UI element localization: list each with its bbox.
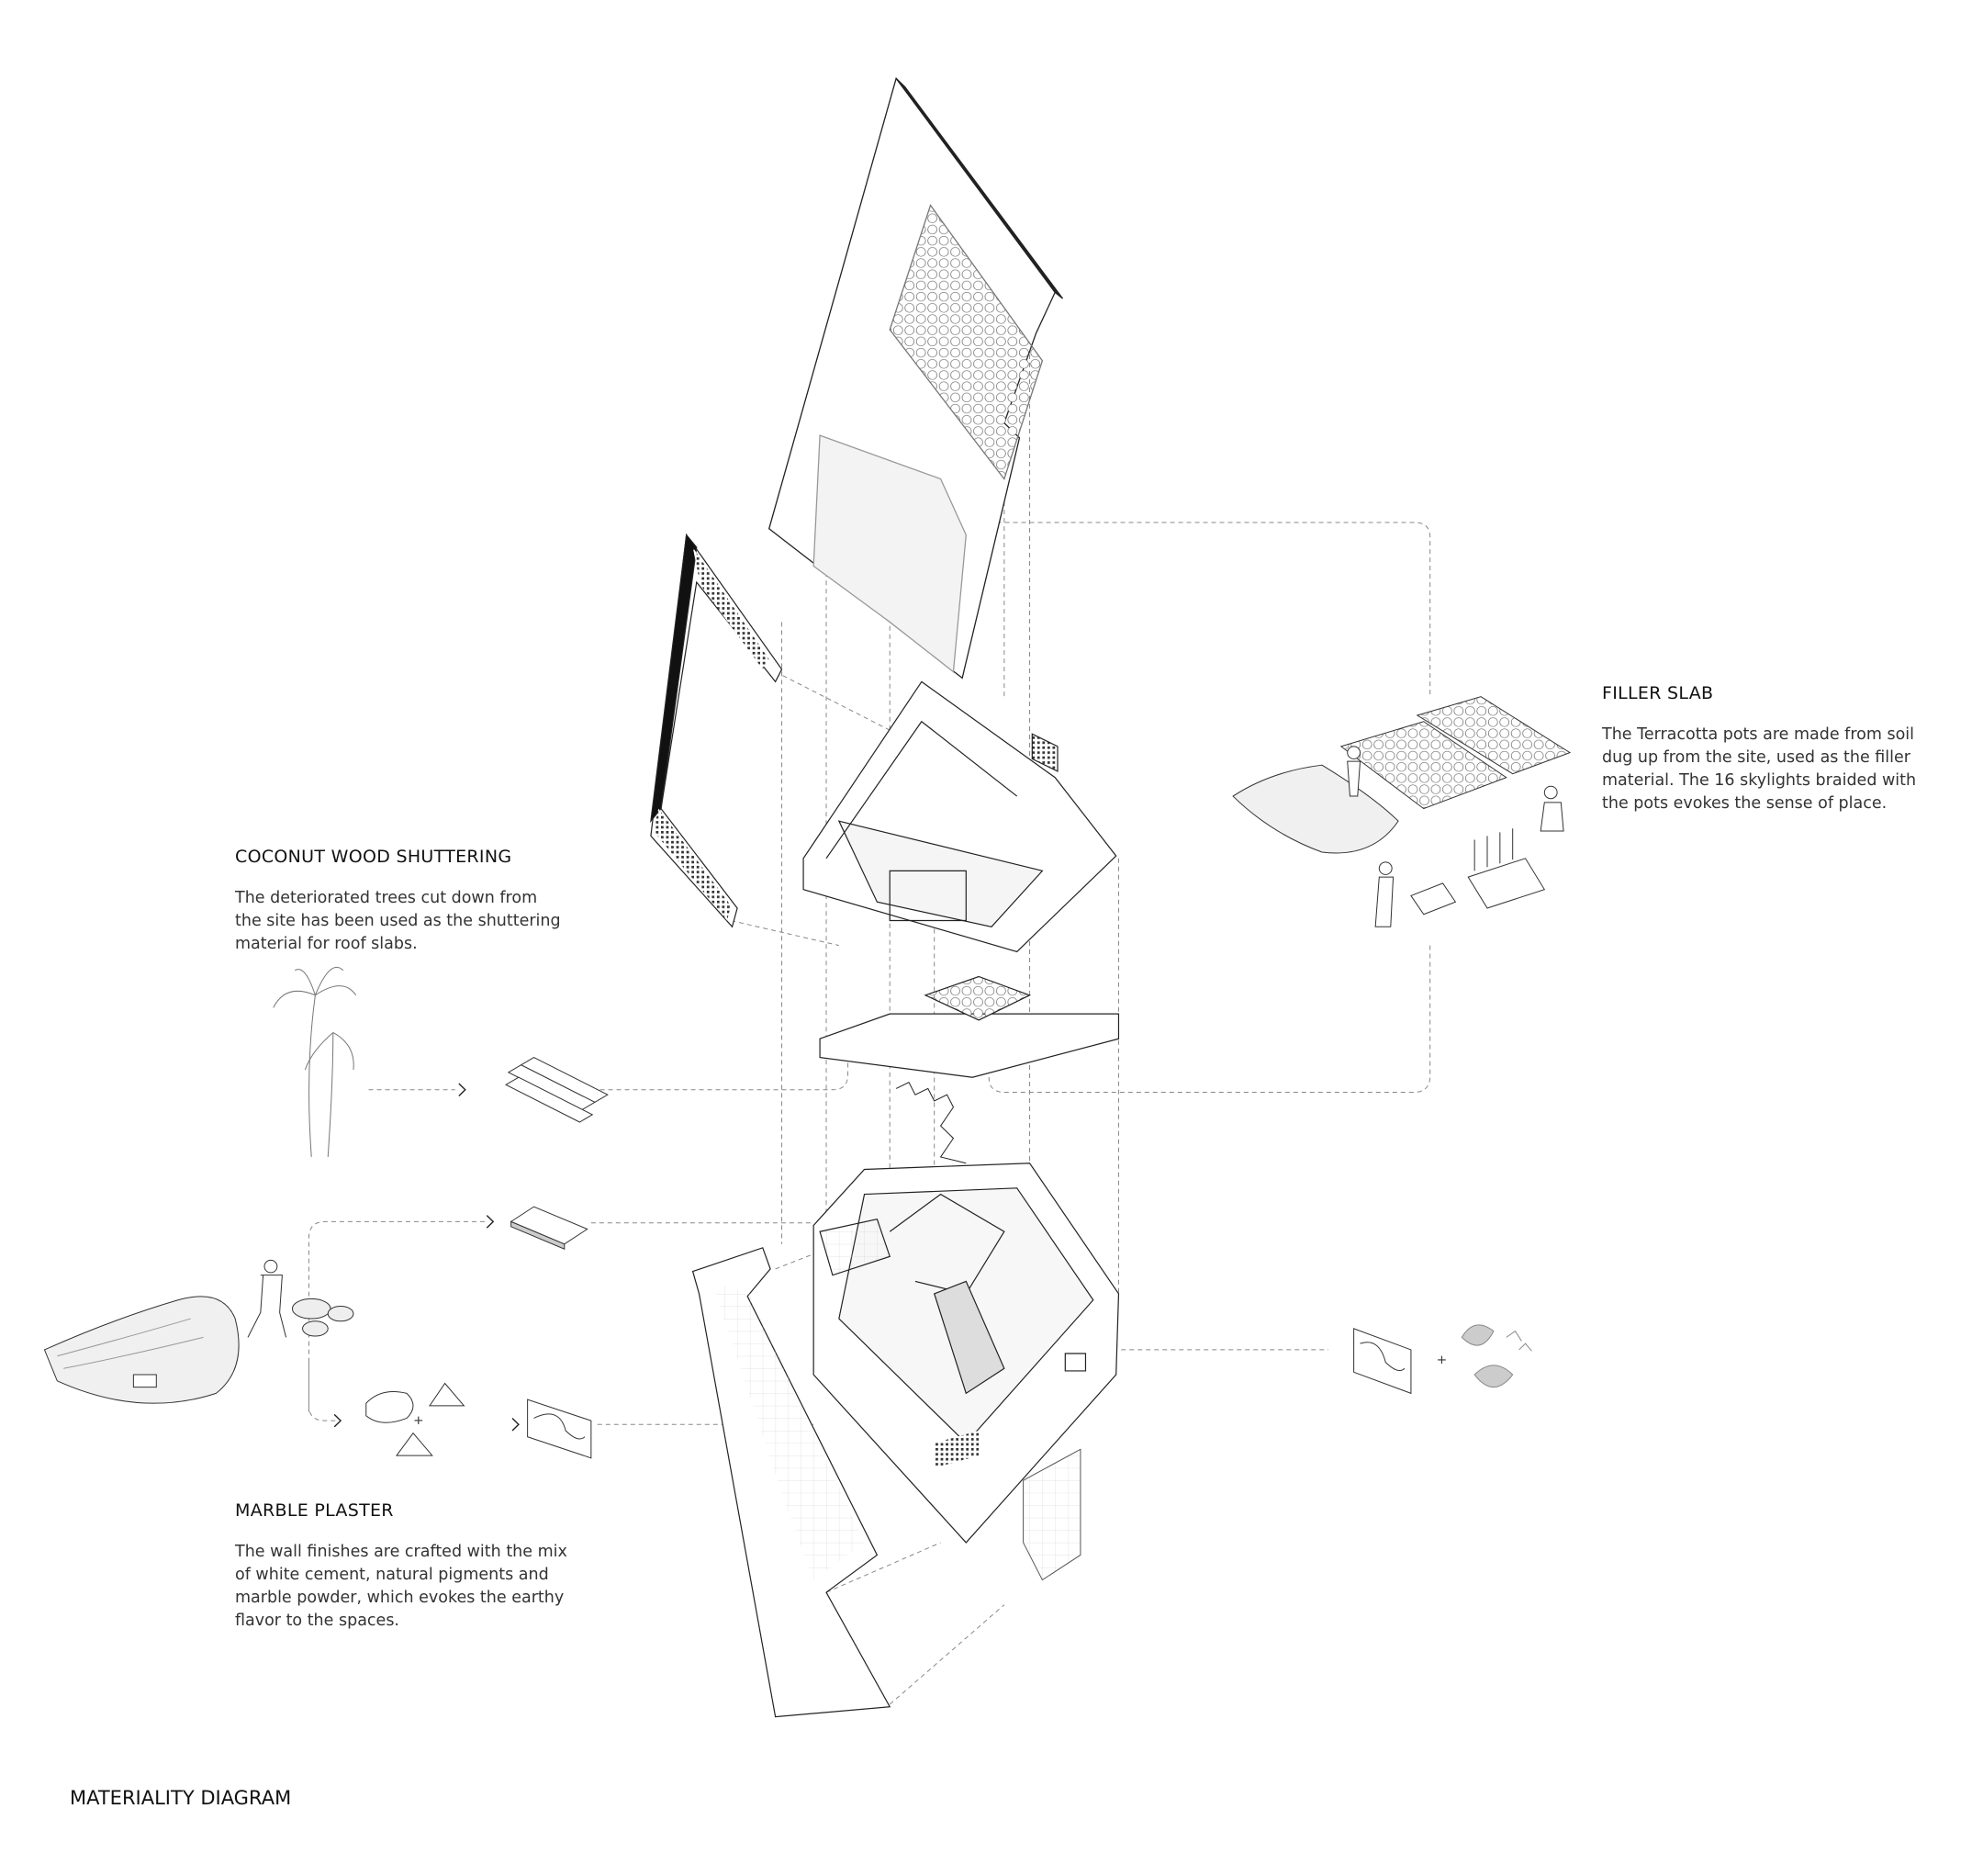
plus-sign-right: +	[1437, 1353, 1448, 1367]
plus-sign: +	[413, 1413, 424, 1428]
ground-floor-module	[813, 1163, 1118, 1543]
compound-wall	[693, 1248, 891, 1717]
annotation-marble-plaster: MARBLE PLASTER The wall finishes are cra…	[235, 1500, 621, 1633]
wall-panel	[651, 535, 782, 927]
roof-filler-slab	[769, 78, 1063, 678]
marble-slab-icon	[511, 1207, 588, 1249]
coconut-planks-icon	[506, 1058, 608, 1122]
coconut-palm-icon	[274, 967, 356, 1157]
annotation-body: The wall finishes are crafted with the m…	[235, 1543, 567, 1630]
leaves-birds-icon	[1462, 1325, 1531, 1387]
annotation-title: FILLER SLAB	[1602, 683, 1714, 703]
stones-icon	[292, 1298, 353, 1336]
jaali-screen	[1024, 1449, 1081, 1579]
quarry-icon	[44, 1297, 239, 1403]
annotation-coconut-wood-shuttering: COCONUT WOOD SHUTTERING The deteriorated…	[235, 847, 621, 956]
annotation-body: The deteriorated trees cut down from the…	[235, 889, 561, 953]
first-floor-slab	[820, 976, 1118, 1077]
plaster-tile-icon	[528, 1399, 591, 1458]
annotation-body: The Terracotta pots are made from soil d…	[1602, 725, 1917, 813]
worker-icon	[248, 1260, 286, 1337]
annotation-title: MARBLE PLASTER	[235, 1500, 394, 1521]
upper-floor-module	[803, 681, 1116, 951]
annotation-title: COCONUT WOOD SHUTTERING	[235, 847, 512, 867]
cement-bag-icon	[366, 1384, 465, 1456]
annotation-filler-slab: FILLER SLAB The Terracotta pots are made…	[1602, 683, 1983, 815]
staircase	[896, 1083, 966, 1163]
plaster-tile-right-icon	[1354, 1329, 1411, 1393]
diagram-title: MATERIALITY DIAGRAM	[70, 1787, 292, 1809]
filler-slab-illustration	[1233, 697, 1570, 927]
